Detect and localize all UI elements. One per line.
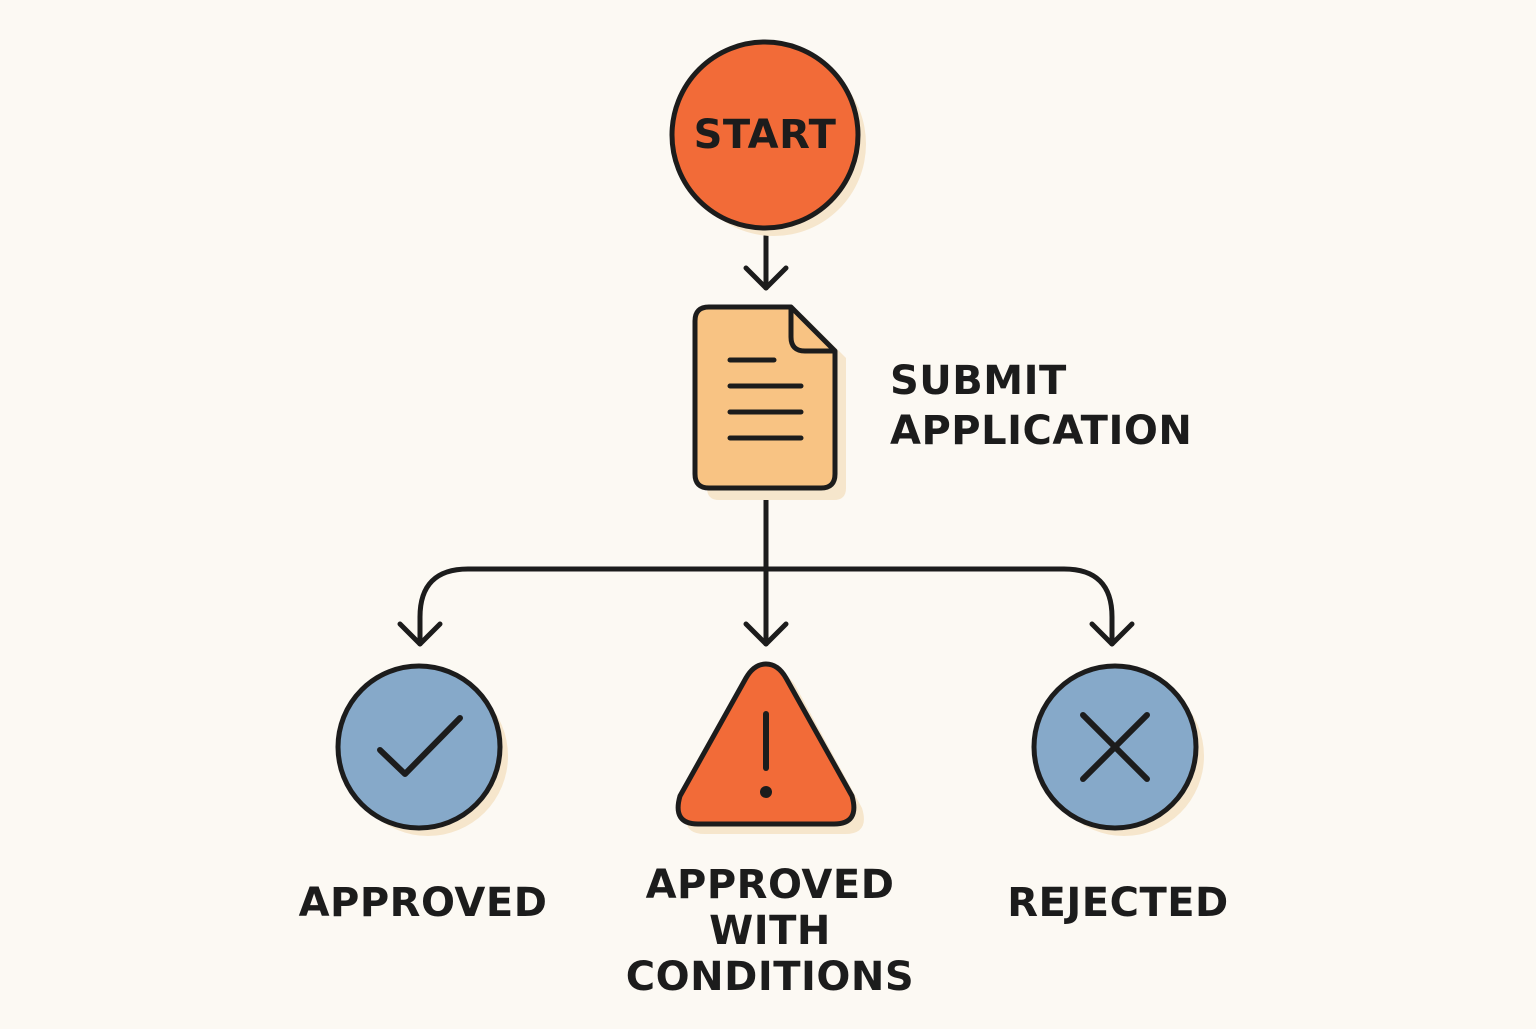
start-node bbox=[669, 39, 866, 236]
rejected-node bbox=[1031, 663, 1204, 836]
document-icon bbox=[692, 304, 838, 491]
arrowhead-approved bbox=[397, 621, 443, 647]
arrowhead-submit bbox=[743, 265, 789, 291]
warning-triangle-icon bbox=[675, 661, 857, 827]
x-mark-icon bbox=[1080, 712, 1150, 782]
connector-branch-right bbox=[763, 566, 1115, 647]
conditional-label-line1: APPROVED bbox=[645, 862, 895, 908]
approved-node bbox=[335, 663, 508, 836]
submit-label-line2: APPLICATION bbox=[890, 408, 1193, 454]
conditional-label-line3: CONDITIONS bbox=[625, 954, 915, 1000]
connectors bbox=[397, 233, 1135, 647]
submit-node bbox=[692, 304, 846, 500]
submit-application-label: SUBMIT APPLICATION bbox=[890, 356, 1192, 456]
arrowhead-conditional bbox=[743, 621, 789, 647]
start-label: START bbox=[693, 112, 837, 158]
approved-circle bbox=[335, 663, 503, 831]
submit-label-line1: SUBMIT bbox=[890, 358, 1067, 404]
approved-label: APPROVED bbox=[298, 880, 548, 926]
connector-branch-left bbox=[417, 566, 769, 647]
arrowhead-rejected bbox=[1089, 621, 1135, 647]
conditional-label-line2: WITH bbox=[709, 908, 831, 954]
start-circle bbox=[669, 39, 861, 231]
conditional-node bbox=[675, 661, 864, 834]
approved-with-conditions-label: APPROVED WITH CONDITIONS bbox=[610, 862, 930, 1000]
checkmark-icon bbox=[377, 715, 463, 777]
rejected-label: REJECTED bbox=[1007, 880, 1229, 926]
